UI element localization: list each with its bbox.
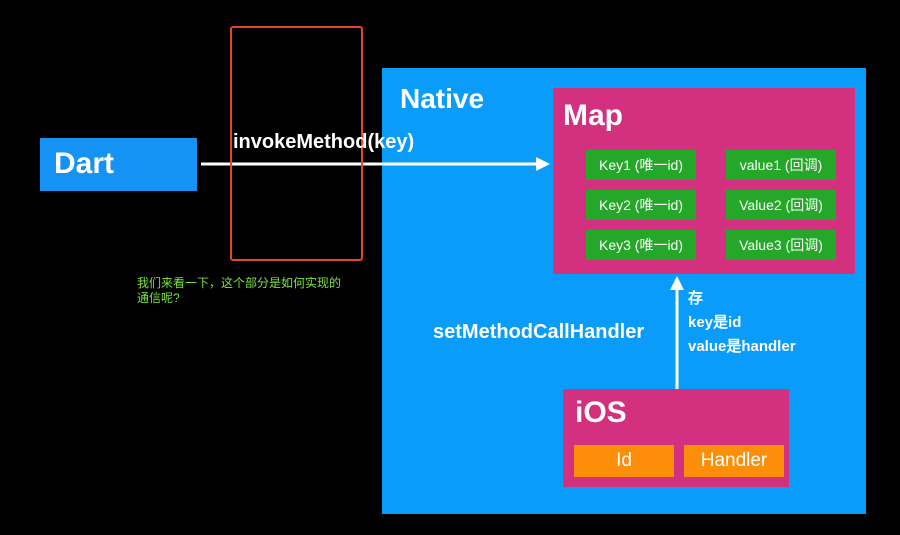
map-key-cell: Key1 (唯一id) — [586, 150, 696, 180]
store-arrow — [670, 276, 684, 389]
map-value-cell: Value2 (回调) — [726, 190, 836, 220]
map-value-cell: Value3 (回调) — [726, 230, 836, 260]
ios-box: iOS Id Handler — [563, 389, 789, 487]
ios-handler-cell: Handler — [684, 445, 784, 477]
dart-box: Dart — [40, 138, 197, 191]
native-label: Native — [400, 83, 485, 114]
ios-label: iOS — [575, 396, 627, 429]
map-label: Map — [563, 99, 623, 132]
dart-label: Dart — [54, 147, 115, 180]
map-key-cell: Key3 (唯一id) — [586, 230, 696, 260]
note-line: 我们来看一下，这个部分是如何实现的 — [137, 276, 342, 290]
map-value-cell: value1 (回调) — [726, 150, 836, 180]
invoke-method-label: invokeMethod(key) — [233, 131, 415, 153]
map-key-cell: Key2 (唯一id) — [586, 190, 696, 220]
invoke-arrow — [201, 157, 550, 171]
ios-id-cell: Id — [574, 445, 674, 477]
map-box: Map Key1 (唯一id) Key2 (唯一id) Key3 (唯一id) … — [553, 88, 855, 274]
store-line: value是handler — [688, 338, 796, 355]
highlight-rectangle — [230, 26, 363, 261]
store-line: 存 — [688, 290, 704, 307]
set-method-call-handler-label: setMethodCallHandler — [433, 321, 645, 343]
store-line: key是id — [688, 314, 742, 331]
note-line: 通信呢? — [137, 291, 180, 305]
